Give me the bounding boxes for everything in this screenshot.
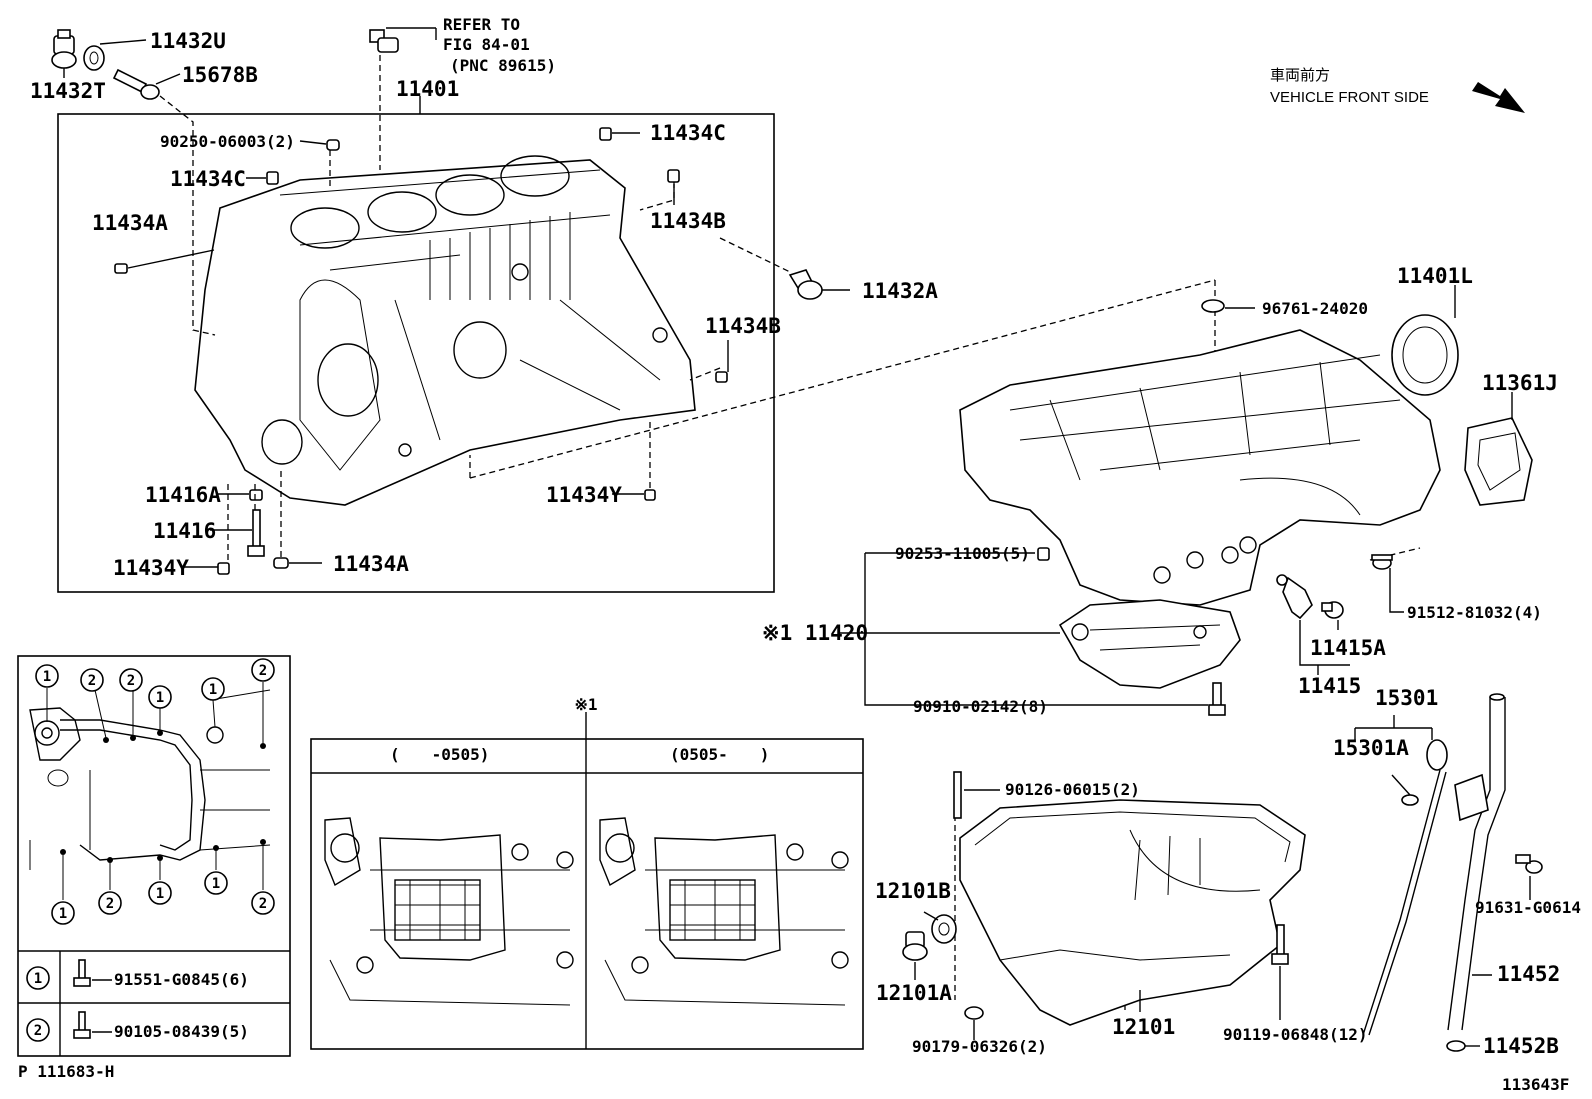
legend-num-1: 1 [34, 971, 42, 987]
label-11452B: 11452B [1483, 1034, 1559, 1058]
cylinder-block-frame [57, 113, 775, 593]
label-11432U: 11432U [150, 29, 226, 53]
label-11434B-b: 11434B [705, 314, 781, 338]
label-11401L: 11401L [1397, 264, 1473, 288]
refer-line-1: REFER TO [443, 15, 520, 34]
label-91512: 91512-81032(4) [1407, 603, 1542, 622]
callout-num: 2 [259, 663, 267, 679]
variants-frame [310, 738, 864, 1050]
refer-line-2: FIG 84-01 [443, 35, 530, 54]
bolt-legend-rows [26, 959, 112, 1042]
callout-num: 1 [43, 669, 51, 685]
callout-num: 2 [127, 673, 135, 689]
part-labels: REFER TO FIG 84-01 (PNC 89615) 車両前方 VEHI… [18, 15, 1581, 1094]
label-15301: 15301 [1375, 686, 1438, 710]
oil-seal-11401L [1391, 314, 1459, 396]
label-11452: 11452 [1497, 962, 1560, 986]
callout-num: 1 [209, 682, 217, 698]
label-90910: 90910-02142(8) [913, 697, 1048, 716]
label-11416: 11416 [153, 519, 216, 543]
cover-11361J [1464, 417, 1533, 506]
o-ring-96761 [1201, 299, 1225, 313]
crankcase-drawing [959, 329, 1441, 689]
sensor-11415 [1276, 574, 1344, 620]
variant-mark: ※1 [574, 695, 597, 714]
footer-right-code: 113643F [1502, 1075, 1569, 1094]
label-11432A: 11432A [862, 279, 938, 303]
callout-num: 1 [59, 906, 67, 922]
label-12101A: 12101A [876, 981, 952, 1005]
leaders-right [838, 285, 1513, 706]
label-11434A-b: 11434A [333, 552, 409, 576]
legend-num-2: 2 [34, 1023, 42, 1039]
callout-num: 1 [156, 886, 164, 902]
label-11434Y-a: 11434Y [113, 556, 189, 580]
leaders-top [63, 27, 850, 568]
bolt-91512 [1371, 554, 1393, 570]
label-90126: 90126-06015(2) [1005, 780, 1140, 799]
variant-right-drawing [599, 817, 849, 1006]
label-11434A-a: 11434A [92, 211, 168, 235]
label-90119: 90119-06848(12) [1223, 1025, 1368, 1044]
label-11401: 11401 [396, 77, 459, 101]
dipstick-assembly [1354, 693, 1543, 1052]
label-12101B: 12101B [875, 879, 951, 903]
bolt-map-callouts [35, 658, 275, 925]
callout-num: 2 [88, 673, 96, 689]
callout-num: 1 [212, 876, 220, 892]
small-parts-top [51, 29, 823, 575]
label-15301A: 15301A [1333, 736, 1409, 760]
label-90253: 90253-11005(5) [895, 544, 1030, 563]
legend-part-2: 90105-08439(5) [114, 1022, 249, 1041]
front-arrow-icon [1472, 82, 1525, 113]
label-11434C-a: 11434C [650, 121, 726, 145]
callout-num: 2 [259, 896, 267, 912]
pin-90253 [1037, 547, 1050, 561]
label-15678B: 15678B [182, 63, 258, 87]
refer-line-3: (PNC 89615) [450, 56, 556, 75]
variant-left-drawing [324, 817, 574, 1006]
bolt-90910 [1208, 682, 1226, 716]
front-note-jp: 車両前方 [1270, 67, 1330, 84]
label-11420: ※1 11420 [762, 621, 868, 645]
label-12101: 12101 [1112, 1015, 1175, 1039]
bolt-legend-frame [17, 655, 291, 1057]
variant-left-header: ( -0505) [390, 745, 489, 764]
variant-right-header: (0505- ) [670, 745, 769, 764]
label-11415A: 11415A [1310, 636, 1386, 660]
label-91631: 91631-G0614 [1475, 898, 1581, 917]
legend-part-1: 91551-G0845(6) [114, 970, 249, 989]
label-11415: 11415 [1298, 674, 1361, 698]
footer-left-code: P 111683-H [18, 1062, 114, 1081]
label-11361J: 11361J [1482, 371, 1558, 395]
label-11416A: 11416A [145, 483, 221, 507]
leaders-oilpan [914, 789, 1281, 1040]
label-96761: 96761-24020 [1262, 299, 1368, 318]
cylinder-block-drawing [194, 155, 696, 506]
bolt-pattern-map [29, 682, 271, 900]
label-11434C-b: 11434C [170, 167, 246, 191]
label-11434B-a: 11434B [650, 209, 726, 233]
callout-num: 1 [156, 690, 164, 706]
oil-pan-drawing [902, 771, 1306, 1026]
label-90250: 90250-06003(2) [160, 132, 295, 151]
label-11432T: 11432T [30, 79, 106, 103]
label-90179: 90179-06326(2) [912, 1037, 1047, 1056]
front-note-en: VEHICLE FRONT SIDE [1270, 89, 1429, 106]
label-11434Y-b: 11434Y [546, 483, 622, 507]
callout-num: 2 [106, 896, 114, 912]
